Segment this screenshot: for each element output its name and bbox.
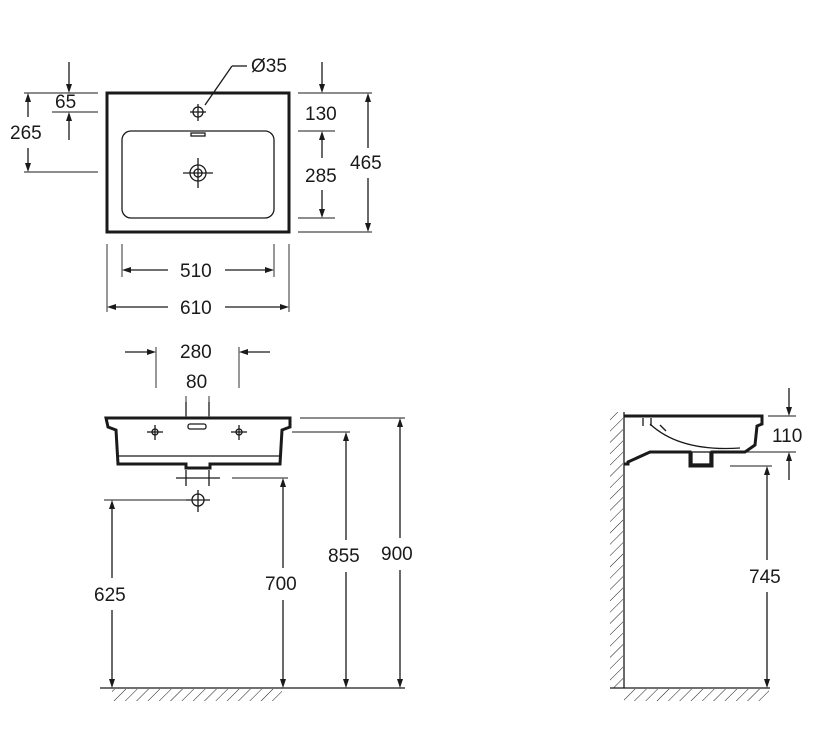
basin-outline <box>105 91 291 234</box>
dim-855: 855 <box>328 546 360 567</box>
tap-hole-left-icon <box>147 425 163 440</box>
dim-625: 625 <box>94 585 126 606</box>
dim-130: 130 <box>305 104 337 125</box>
overflow-slot <box>190 132 206 137</box>
floor-hatch <box>112 689 282 701</box>
side-floor-hatch <box>624 689 769 701</box>
dim-80: 80 <box>186 372 207 393</box>
tap-hole-right-icon <box>231 425 247 440</box>
basin-front-outline <box>104 416 292 470</box>
waste-outlet-icon <box>176 470 220 512</box>
hole-diameter-label: Ø35 <box>251 56 287 77</box>
dim-610: 610 <box>180 298 212 319</box>
dim-745: 745 <box>749 567 781 588</box>
dim-900: 900 <box>381 544 413 565</box>
wall-hatch <box>610 412 623 688</box>
dim-700: 700 <box>265 574 297 595</box>
basin-section-outline <box>624 414 764 468</box>
front-view: 280 80 <box>94 342 413 701</box>
tap-hole-icon <box>190 104 206 121</box>
dim-280: 280 <box>180 342 212 363</box>
bowl-outline <box>121 130 275 219</box>
dim-285: 285 <box>305 166 337 187</box>
plan-view: Ø35 65 265 130 285 465 <box>10 56 382 319</box>
dim-510: 510 <box>180 261 212 282</box>
dim-65: 65 <box>55 92 76 113</box>
drain-icon <box>183 158 213 188</box>
dim-110: 110 <box>772 426 802 447</box>
side-view: 110 745 <box>610 388 802 701</box>
dim-465: 465 <box>350 153 382 174</box>
dim-265: 265 <box>10 123 42 144</box>
